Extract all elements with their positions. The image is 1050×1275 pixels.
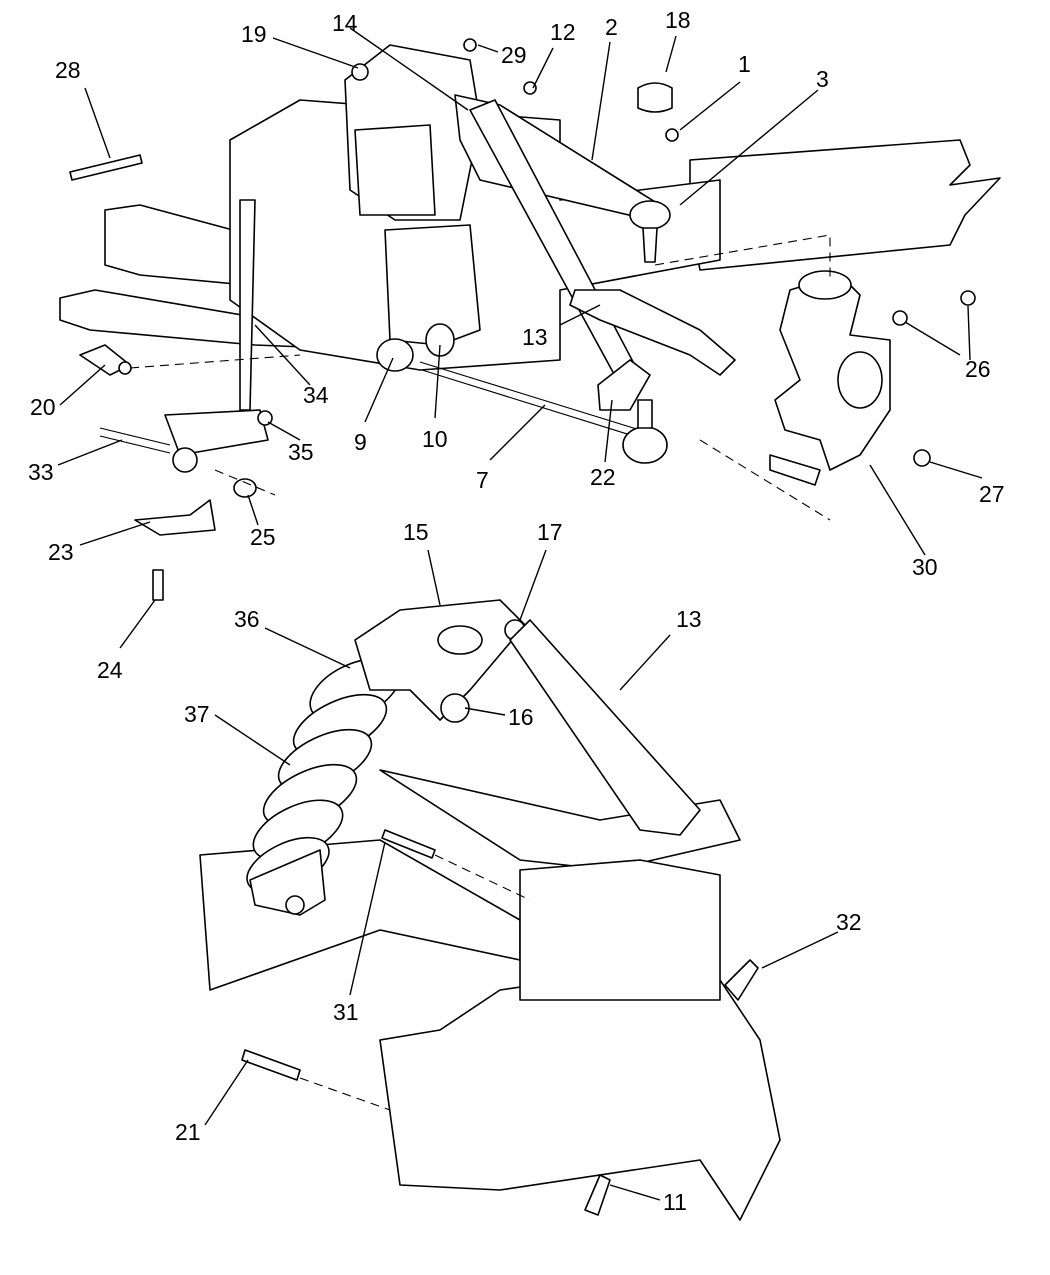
tie-rod <box>419 361 641 439</box>
shock-lower-eye <box>285 895 305 915</box>
callout-22: 22 <box>590 464 616 490</box>
callout-16: 16 <box>508 704 534 730</box>
callout-1: 1 <box>738 51 751 77</box>
nut-27 <box>913 449 931 467</box>
washer-11 <box>584 1174 611 1216</box>
callout-29: 29 <box>501 42 527 68</box>
callout-23: 23 <box>48 539 74 565</box>
bottom-assembly <box>199 599 781 1221</box>
knuckle-arm <box>769 454 821 486</box>
callout-28: 28 <box>55 57 81 83</box>
lower-ball-joint-stud <box>637 399 653 429</box>
upper-arm-15 <box>354 599 526 721</box>
strut-rod-bottom <box>509 619 701 836</box>
washer-32 <box>724 959 759 1001</box>
nut-26 <box>960 290 976 306</box>
bolt-31 <box>381 829 436 859</box>
frame-front <box>379 949 781 1221</box>
upper-ball-joint-stud <box>642 227 658 263</box>
assembly-line-bolt21 <box>299 1077 391 1111</box>
callout-2: 2 <box>605 14 618 40</box>
callout-15: 15 <box>403 519 429 545</box>
bolt-24 <box>152 569 164 601</box>
sway-bar-link <box>239 199 256 411</box>
callout-10: 10 <box>422 426 448 452</box>
callout-35: 35 <box>288 439 314 465</box>
sway-bar <box>99 427 171 454</box>
callout-9: 9 <box>354 429 367 455</box>
callout-18: 18 <box>665 7 691 33</box>
steering-knuckle <box>774 274 891 471</box>
drag-link <box>569 289 736 376</box>
callout-33: 33 <box>28 459 54 485</box>
callout-13b: 13 <box>676 606 702 632</box>
knuckle-top-eye <box>798 270 852 300</box>
callout-34: 34 <box>303 382 329 408</box>
callout-14: 14 <box>332 10 358 36</box>
cap-18 <box>637 82 673 113</box>
mount-plate <box>354 124 436 216</box>
nut-12 <box>523 81 537 95</box>
shock-body <box>249 849 326 916</box>
callout-25: 25 <box>250 524 276 550</box>
bolt-28 <box>69 154 143 181</box>
callout-37: 37 <box>184 701 210 727</box>
sway-bar-bracket <box>164 409 269 456</box>
callout-19: 19 <box>241 21 267 47</box>
bolt-21 <box>241 1049 301 1081</box>
callout-31: 31 <box>333 999 359 1025</box>
callout-27: 27 <box>979 481 1005 507</box>
assembly-line-bolt31 <box>434 854 531 901</box>
callout-13a: 13 <box>522 324 548 350</box>
callout-24: 24 <box>97 657 123 683</box>
nut-29 <box>463 38 477 52</box>
callout-12: 12 <box>550 19 576 45</box>
callout-36: 36 <box>234 606 260 632</box>
assembly-line-washer <box>214 469 276 496</box>
leader-lines <box>57 27 983 1201</box>
sway-bar-end <box>172 447 198 473</box>
callout-17: 17 <box>537 519 563 545</box>
lower-bracket <box>384 224 481 346</box>
bushing-16 <box>440 693 470 723</box>
bushing-9 <box>376 338 414 372</box>
knuckle-bore <box>837 351 883 409</box>
nut-26b <box>892 310 908 326</box>
frame-box <box>519 859 721 1001</box>
lower-arm-end <box>597 359 651 411</box>
callout-20: 20 <box>30 394 56 420</box>
washer-25 <box>233 478 257 498</box>
lower-ball-joint <box>622 426 668 464</box>
callout-30: 30 <box>912 554 938 580</box>
upper-ball-joint <box>629 200 671 230</box>
assembly-line-tierod <box>699 439 831 521</box>
callout-7: 7 <box>476 467 489 493</box>
bushing-10 <box>425 323 455 357</box>
callout-21: 21 <box>175 1119 201 1145</box>
frame-side-rail <box>199 839 521 991</box>
frame-upper-rail <box>379 769 741 871</box>
callout-26: 26 <box>965 356 991 382</box>
assembly-line-bracket <box>129 354 301 369</box>
top-assembly <box>59 38 1001 601</box>
callout-11: 11 <box>663 1189 687 1215</box>
sway-bar-clamp <box>134 499 216 536</box>
nut-1 <box>665 128 679 142</box>
callout-labels: 1 2 3 7 9 10 11 12 13 13 14 15 16 17 18 … <box>28 7 1005 1215</box>
callout-32: 32 <box>836 909 862 935</box>
upper-arm-window <box>437 625 483 655</box>
callout-3: 3 <box>816 66 829 92</box>
nut-34 <box>118 361 132 375</box>
